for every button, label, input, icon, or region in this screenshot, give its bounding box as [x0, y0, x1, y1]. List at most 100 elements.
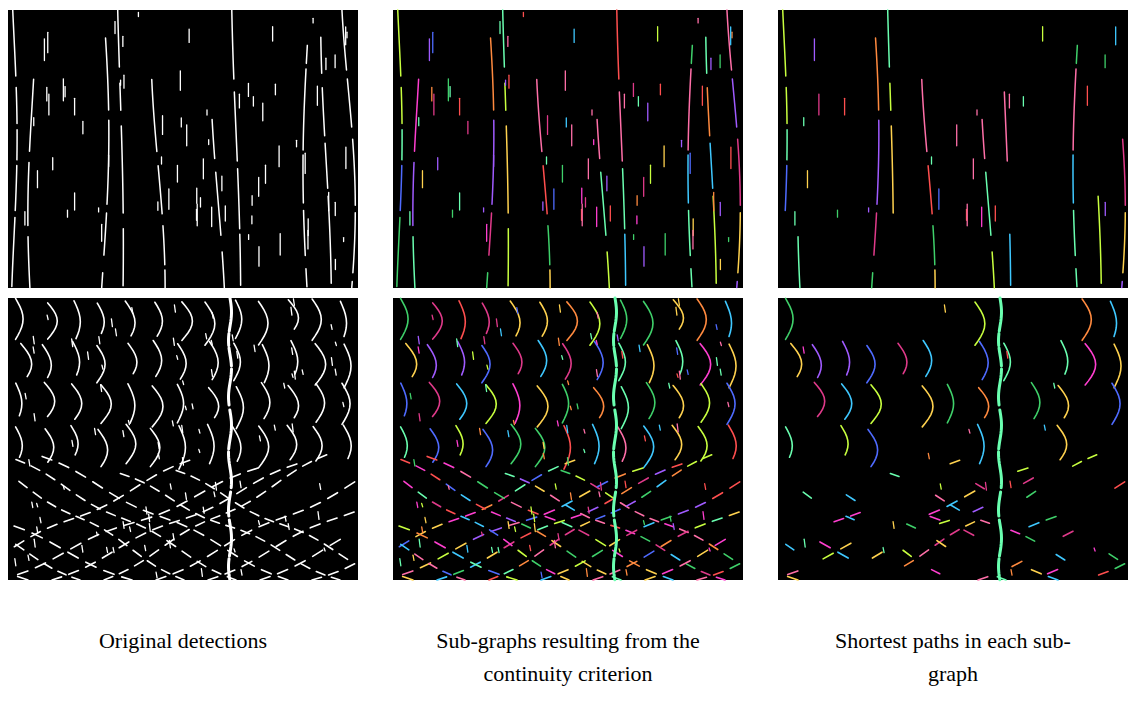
detection-streak: [643, 247, 644, 266]
detection-streak: [287, 470, 296, 476]
detection-streak: [34, 539, 35, 547]
detection-streak: [215, 482, 216, 490]
detection-streak: [938, 189, 939, 209]
detection-streak: [933, 226, 935, 265]
detection-streak: [681, 140, 682, 147]
detection-streak: [1109, 554, 1117, 560]
detection-streak: [466, 513, 475, 517]
detection-streak: [98, 429, 108, 466]
detection-streak: [720, 202, 721, 215]
detection-streak: [400, 87, 402, 123]
detection-streak: [491, 528, 501, 532]
detection-streak: [498, 548, 499, 553]
detection-streak: [123, 522, 124, 529]
detection-streak: [339, 554, 347, 560]
detection-streak: [581, 514, 590, 518]
detection-streak: [47, 502, 55, 507]
detection-streak: [449, 519, 458, 522]
detection-streak: [981, 207, 982, 227]
detection-streak: [260, 577, 270, 580]
detection-streak: [928, 166, 932, 214]
detection-streak: [128, 343, 137, 373]
detection-streak: [163, 226, 165, 265]
detection-streak: [305, 153, 306, 173]
detection-streak: [427, 345, 436, 378]
detection-streak: [503, 10, 505, 67]
detection-streak: [418, 118, 419, 126]
detection-streak: [547, 116, 548, 135]
detection-streak: [335, 259, 336, 269]
detection-streak: [345, 564, 354, 569]
detection-streak: [293, 531, 303, 536]
detection-streak: [907, 524, 916, 528]
detection-streak: [507, 229, 509, 286]
detection-streak: [527, 517, 537, 520]
detection-streak: [482, 346, 490, 383]
detection-streak: [76, 471, 86, 477]
detection-streak: [576, 476, 584, 480]
detection-streak: [537, 531, 546, 536]
detection-streak: [44, 39, 45, 61]
detection-streak: [593, 140, 594, 145]
detection-streak: [678, 510, 688, 514]
detection-streak: [678, 531, 688, 536]
detection-streak: [596, 520, 605, 523]
detection-streak: [149, 524, 150, 532]
detection-streak: [687, 370, 688, 374]
detection-streak: [272, 480, 281, 486]
detection-streak: [710, 143, 713, 188]
detection-streak: [601, 172, 606, 235]
detection-streak: [1011, 570, 1012, 576]
detection-streak: [1046, 517, 1056, 520]
detection-streak: [135, 479, 144, 483]
detection-streak: [240, 481, 241, 487]
detection-streak: [13, 10, 16, 76]
detection-streak: [967, 204, 968, 226]
detection-streak: [713, 493, 723, 499]
detection-streak: [890, 473, 899, 476]
detection-streak: [597, 570, 606, 574]
detection-streak: [28, 237, 30, 288]
detection-streak: [581, 522, 590, 526]
detection-streak: [999, 298, 1001, 331]
detection-streak: [286, 555, 295, 560]
detection-streak: [543, 453, 544, 458]
detection-streak: [541, 572, 542, 578]
detection-streak: [287, 425, 297, 459]
detection-streak: [874, 213, 877, 255]
detection-streak: [1044, 425, 1045, 430]
detection-streak: [44, 564, 52, 569]
detection-streak: [294, 371, 295, 379]
detection-streak: [520, 479, 529, 483]
detection-streak: [180, 460, 189, 463]
detection-streak: [250, 512, 258, 516]
detection-streak: [158, 442, 159, 448]
detection-streak: [182, 458, 183, 466]
detection-streak: [930, 516, 940, 519]
detection-streak: [730, 147, 731, 168]
detection-streak: [951, 505, 960, 510]
detection-streak: [665, 524, 673, 527]
detection-streak: [720, 342, 721, 345]
detection-streak: [432, 502, 440, 507]
detection-streak: [570, 406, 571, 410]
detection-streak: [486, 224, 487, 241]
detection-streak: [400, 559, 401, 566]
detection-streak: [307, 231, 308, 249]
detection-streak: [50, 542, 60, 548]
detection-streak: [596, 540, 606, 546]
detection-streak: [236, 387, 243, 429]
detection-streak: [788, 571, 798, 575]
detection-streak: [227, 334, 230, 346]
detection-streak: [274, 425, 275, 430]
detection-streak: [216, 172, 221, 235]
detection-streak: [716, 358, 717, 366]
detection-streak: [195, 491, 205, 497]
detection-streak: [101, 224, 102, 241]
detection-streak: [600, 482, 601, 490]
detection-streak: [528, 510, 538, 514]
detection-streak: [182, 551, 191, 557]
detection-streak: [150, 550, 159, 556]
detection-streak: [104, 570, 114, 574]
